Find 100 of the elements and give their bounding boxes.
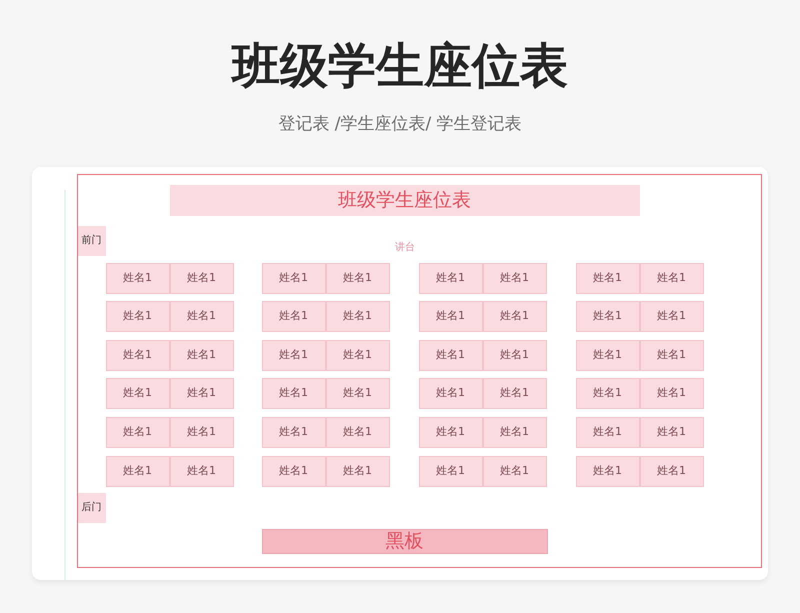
student-name: 姓名1 bbox=[123, 426, 152, 438]
student-name: 姓名1 bbox=[279, 310, 308, 322]
student-name: 姓名1 bbox=[500, 310, 529, 322]
seat-cell bbox=[418, 300, 482, 332]
student-name: 姓名1 bbox=[436, 310, 465, 322]
student-name: 姓名1 bbox=[343, 426, 372, 438]
sheet-title: 班级学生座位表 bbox=[338, 190, 471, 210]
door-marker bbox=[78, 226, 106, 256]
student-name: 姓名1 bbox=[343, 310, 372, 322]
seat-cell bbox=[326, 416, 390, 448]
sheet-border bbox=[77, 174, 762, 568]
seat-cell bbox=[640, 300, 704, 332]
seat-cell bbox=[262, 340, 326, 370]
student-name: 姓名1 bbox=[279, 348, 308, 362]
seat-cell bbox=[106, 340, 170, 370]
student-name: 姓名1 bbox=[187, 386, 216, 400]
seat-cell bbox=[262, 416, 326, 448]
seat-cell bbox=[576, 262, 640, 294]
student-name: 姓名1 bbox=[123, 348, 152, 362]
seat-cell bbox=[640, 456, 704, 486]
student-name: 姓名1 bbox=[500, 426, 529, 438]
seat-cell bbox=[640, 378, 704, 408]
seat-cell bbox=[326, 456, 390, 486]
seat-cell bbox=[482, 416, 546, 448]
student-name: 姓名1 bbox=[593, 426, 622, 438]
student-name: 姓名1 bbox=[657, 272, 686, 284]
student-name: 姓名1 bbox=[343, 386, 372, 400]
student-name: 姓名1 bbox=[593, 348, 622, 362]
student-name: 姓名1 bbox=[657, 310, 686, 322]
student-name: 姓名1 bbox=[279, 272, 308, 284]
seat-cell bbox=[640, 416, 704, 448]
seat-cell bbox=[106, 262, 170, 294]
seat-cell bbox=[326, 378, 390, 408]
seat-cell bbox=[640, 262, 704, 294]
student-name: 姓名1 bbox=[500, 272, 529, 284]
seat-cell bbox=[576, 416, 640, 448]
seat-cell bbox=[262, 378, 326, 408]
student-name: 姓名1 bbox=[123, 386, 152, 400]
student-name: 姓名1 bbox=[279, 426, 308, 438]
door-label: 前门 bbox=[82, 235, 102, 246]
seat-cell bbox=[576, 456, 640, 486]
student-name: 姓名1 bbox=[593, 386, 622, 400]
blackboard-label: 黑板 bbox=[386, 530, 424, 552]
seat-cell bbox=[106, 378, 170, 408]
seat-cell bbox=[170, 416, 234, 448]
seat-cell bbox=[170, 262, 234, 294]
seat-cell bbox=[326, 340, 390, 370]
student-name: 姓名1 bbox=[500, 464, 529, 478]
seat-cell bbox=[106, 300, 170, 332]
door-label: 后门 bbox=[82, 502, 102, 513]
student-name: 姓名1 bbox=[657, 348, 686, 362]
student-name: 姓名1 bbox=[343, 348, 372, 362]
seat-cell bbox=[170, 378, 234, 408]
seat-cell bbox=[418, 340, 482, 370]
student-name: 姓名1 bbox=[500, 348, 529, 362]
seat-cell bbox=[326, 300, 390, 332]
seat-cell bbox=[326, 262, 390, 294]
seat-cell bbox=[482, 456, 546, 486]
seat-cell bbox=[482, 300, 546, 332]
podium-label: 讲台 bbox=[395, 242, 415, 253]
student-name: 姓名1 bbox=[123, 272, 152, 284]
seat-cell bbox=[418, 456, 482, 486]
seat-cell bbox=[170, 300, 234, 332]
student-name: 姓名1 bbox=[436, 386, 465, 400]
student-name: 姓名1 bbox=[593, 272, 622, 284]
student-name: 姓名1 bbox=[593, 310, 622, 322]
student-name: 姓名1 bbox=[343, 464, 372, 478]
seat-cell bbox=[262, 300, 326, 332]
seat-cell bbox=[106, 456, 170, 486]
page-title: 班级学生座位表 bbox=[232, 38, 568, 94]
student-name: 姓名1 bbox=[187, 272, 216, 284]
student-name: 姓名1 bbox=[187, 348, 216, 362]
student-name: 姓名1 bbox=[436, 272, 465, 284]
seat-cell bbox=[482, 378, 546, 408]
seat-cell bbox=[418, 416, 482, 448]
student-name: 姓名1 bbox=[436, 464, 465, 478]
student-name: 姓名1 bbox=[123, 464, 152, 478]
seat-cell bbox=[418, 378, 482, 408]
title-banner bbox=[170, 184, 640, 216]
student-name: 姓名1 bbox=[436, 426, 465, 438]
seat-cell bbox=[418, 262, 482, 294]
subtitle: 登记表 /学生座位表/ 学生登记表 bbox=[278, 114, 522, 134]
student-name: 姓名1 bbox=[657, 426, 686, 438]
seat-cell bbox=[576, 378, 640, 408]
student-name: 姓名1 bbox=[593, 464, 622, 478]
seat-cell bbox=[482, 262, 546, 294]
seat-cell bbox=[576, 300, 640, 332]
student-name: 姓名1 bbox=[279, 386, 308, 400]
seat-cell bbox=[170, 340, 234, 370]
door-marker bbox=[78, 492, 106, 522]
blackboard-bar bbox=[262, 528, 548, 554]
student-name: 姓名1 bbox=[123, 310, 152, 322]
seat-cell bbox=[170, 456, 234, 486]
student-name: 姓名1 bbox=[279, 464, 308, 478]
student-name: 姓名1 bbox=[343, 272, 372, 284]
student-name: 姓名1 bbox=[187, 464, 216, 478]
seat-cell bbox=[262, 262, 326, 294]
student-name: 姓名1 bbox=[657, 386, 686, 400]
student-name: 姓名1 bbox=[500, 386, 529, 400]
seat-cell bbox=[106, 416, 170, 448]
